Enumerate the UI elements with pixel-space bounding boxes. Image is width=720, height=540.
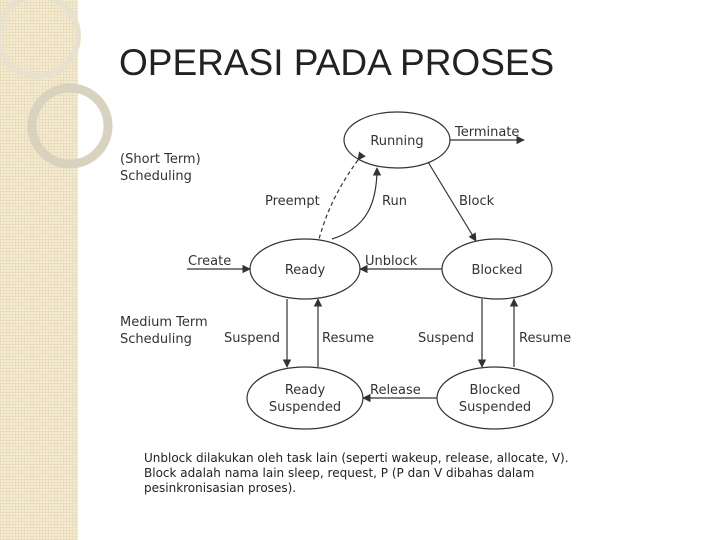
state-ready-suspended-line1: Ready (285, 383, 326, 398)
arrow-block (427, 161, 477, 242)
label-resume-left: Resume (322, 331, 374, 346)
side-label-short-term-line2: Scheduling (120, 169, 192, 184)
label-suspend-left: Suspend (224, 331, 280, 346)
state-ready-label: Ready (285, 263, 326, 278)
label-block: Block (459, 194, 495, 209)
slide-title: OPERASI PADA PROSES (119, 42, 555, 83)
label-unblock: Unblock (365, 254, 418, 269)
state-running-label: Running (370, 134, 423, 149)
state-diagram-svg: Running Ready Blocked Ready Suspended Bl… (120, 111, 571, 495)
label-suspend-right: Suspend (418, 331, 474, 346)
state-ready-suspended (246, 366, 364, 430)
footnote-line3: pesinkronisasian proses). (144, 481, 296, 495)
label-preempt: Preempt (265, 194, 320, 209)
label-terminate: Terminate (454, 125, 519, 140)
process-state-diagram: Running Ready Blocked Ready Suspended Bl… (112, 98, 582, 500)
arrow-preempt (318, 151, 366, 240)
state-ready-suspended-line2: Suspended (269, 400, 341, 415)
label-release: Release (370, 383, 421, 398)
state-blocked-suspended (436, 366, 554, 430)
side-label-medium-term-line2: Scheduling (120, 332, 192, 347)
state-blocked-suspended-line2: Suspended (459, 400, 531, 415)
ring-decoration (0, 0, 113, 169)
state-blocked-label: Blocked (472, 263, 523, 278)
label-create: Create (188, 254, 231, 269)
footnote-line1: Unblock dilakukan oleh task lain (sepert… (144, 451, 569, 465)
side-label-medium-term-line1: Medium Term (120, 315, 208, 330)
arrow-run (331, 167, 382, 240)
ring-small (0, 0, 81, 79)
label-run: Run (382, 194, 407, 209)
side-label-short-term-line1: (Short Term) (120, 152, 201, 167)
footnote-line2: Block adalah nama lain sleep, request, P… (144, 466, 534, 480)
label-resume-right: Resume (519, 331, 571, 346)
state-blocked-suspended-line1: Blocked (470, 383, 521, 398)
ring-large (27, 83, 113, 169)
